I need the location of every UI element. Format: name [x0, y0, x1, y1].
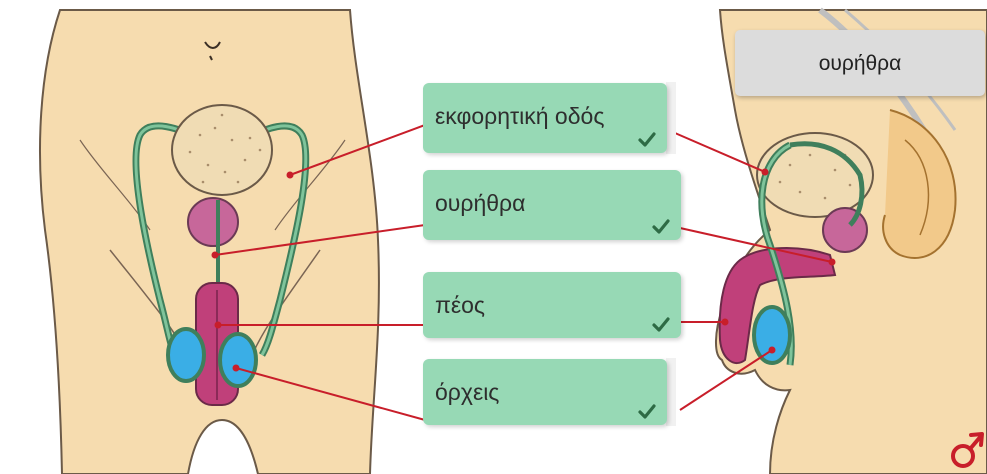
front-view	[40, 10, 379, 474]
side-prostate	[823, 208, 867, 252]
check-icon	[651, 314, 671, 334]
label-penis-text: πέος	[435, 292, 485, 319]
label-testes-text: όρχεις	[435, 379, 499, 406]
check-icon	[637, 401, 657, 421]
male-symbol-icon	[949, 430, 985, 470]
label-ejaculatory-duct-text: εκφορητική οδός	[435, 103, 604, 130]
front-testis-left	[168, 329, 204, 381]
label-urethra[interactable]: ουρήθρα	[423, 170, 681, 240]
draggable-answer-text: ουρήθρα	[735, 52, 985, 76]
side-testis	[754, 307, 790, 363]
slot-edge-4	[666, 358, 676, 426]
check-icon	[637, 129, 657, 149]
draggable-answer-card[interactable]: ουρήθρα	[735, 30, 985, 96]
slot-edge-1	[666, 82, 676, 154]
front-prostate	[188, 198, 238, 246]
label-testes[interactable]: όρχεις	[423, 359, 667, 425]
check-icon	[651, 216, 671, 236]
label-penis[interactable]: πέος	[423, 272, 681, 338]
front-bladder	[172, 105, 272, 195]
label-ejaculatory-duct[interactable]: εκφορητική οδός	[423, 83, 667, 153]
label-urethra-text: ουρήθρα	[435, 190, 525, 217]
front-testis-right	[220, 334, 256, 386]
